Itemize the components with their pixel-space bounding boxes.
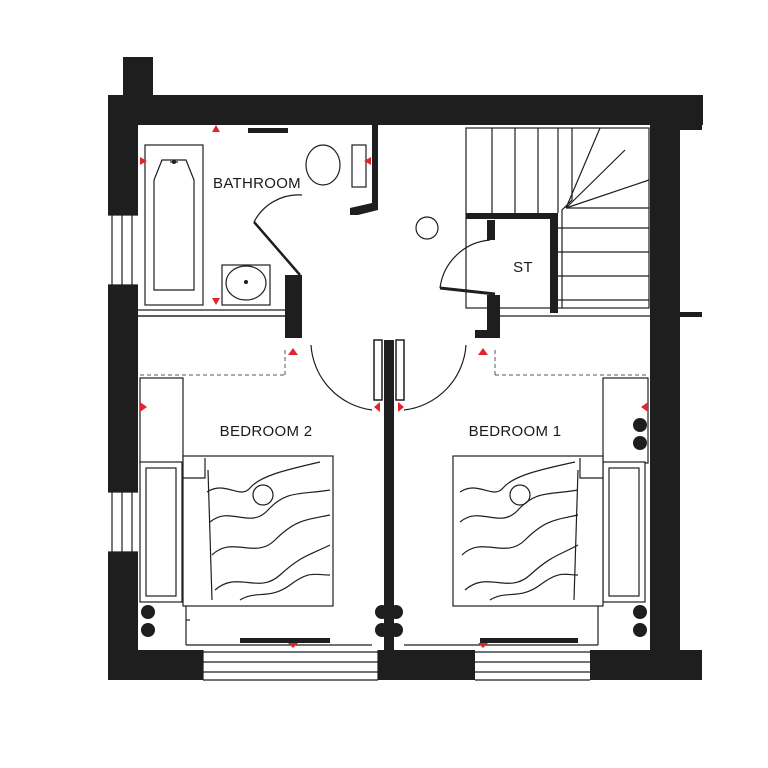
red-markers bbox=[140, 125, 648, 648]
divider-jamb-left bbox=[373, 339, 383, 401]
radiator-bedroom1 bbox=[480, 638, 578, 643]
left-wall bbox=[108, 95, 138, 680]
top-wall bbox=[108, 95, 703, 125]
store-right-wall bbox=[550, 213, 558, 313]
label-store: ST bbox=[513, 259, 533, 276]
radiator-bedroom2 bbox=[240, 638, 330, 643]
outer-walls bbox=[108, 57, 703, 680]
store-door-jamb bbox=[475, 295, 500, 338]
bottom-wall-center bbox=[378, 650, 475, 680]
bedroom-divider bbox=[384, 340, 394, 655]
windows bbox=[108, 214, 590, 681]
bathroom-door[interactable] bbox=[253, 194, 303, 276]
label-bedroom2: BEDROOM 2 bbox=[220, 423, 313, 440]
window-bedroom2-side bbox=[108, 491, 138, 553]
store-door-swing bbox=[439, 239, 491, 289]
bottom-wall-left bbox=[108, 650, 203, 680]
label-bedroom1: BEDROOM 1 bbox=[469, 423, 562, 440]
ceiling-light-landing bbox=[415, 216, 439, 240]
bedroom-doors[interactable] bbox=[310, 344, 467, 411]
store-door[interactable] bbox=[439, 286, 496, 296]
bedroom2-furniture bbox=[139, 350, 372, 646]
bedside-bench-bedroom2 bbox=[139, 461, 183, 603]
right-wall bbox=[650, 95, 680, 680]
bedside-bench-bedroom1 bbox=[602, 461, 646, 603]
store-jamb-top bbox=[487, 220, 495, 240]
washbasin bbox=[221, 264, 271, 306]
bedroom1-furniture bbox=[404, 350, 649, 646]
store-top-wall bbox=[466, 213, 558, 219]
electrical-sockets bbox=[141, 293, 647, 637]
bathroom-bottom-wall bbox=[138, 309, 290, 317]
right-wall-stub bbox=[680, 312, 702, 317]
bottom-wall-right bbox=[590, 650, 702, 680]
bathtub-basin bbox=[153, 159, 195, 291]
staircase bbox=[465, 127, 650, 309]
room-labels: BATHROOM ST BEDROOM 2 BEDROOM 1 bbox=[213, 175, 561, 440]
bedroom1-door-swing[interactable] bbox=[403, 344, 467, 411]
divider-jamb-right bbox=[395, 339, 405, 401]
wardrobe-bedroom2 bbox=[139, 377, 184, 464]
bathroom-fixtures bbox=[144, 128, 439, 306]
bathroom-right-wall bbox=[350, 125, 378, 215]
bathroom-radiator bbox=[248, 128, 288, 133]
label-bathroom: BATHROOM bbox=[213, 175, 301, 192]
toilet bbox=[305, 144, 367, 188]
window-bathroom bbox=[108, 214, 138, 286]
bedroom2-door-swing[interactable] bbox=[310, 344, 373, 411]
window-bedroom2-front bbox=[202, 650, 379, 681]
window-bedroom1-front bbox=[475, 651, 590, 681]
